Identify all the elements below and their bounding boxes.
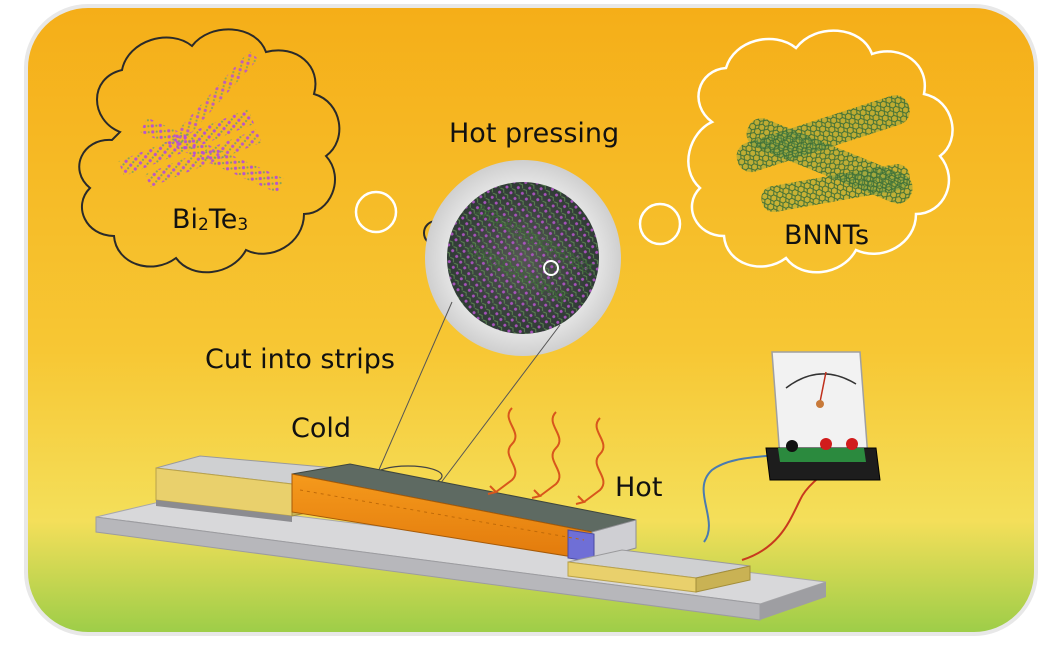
label-bi2te3: Bi2Te3 xyxy=(172,206,248,234)
heat-waves xyxy=(487,407,605,505)
hot-electrode xyxy=(567,549,751,593)
thought-bubble xyxy=(354,190,398,234)
bi2te3-part2: Te xyxy=(208,204,238,235)
label-cut-into-strips: Cut into strips xyxy=(205,344,395,375)
bi2te3-sub1: 2 xyxy=(198,215,209,235)
bnnts-cloud xyxy=(687,29,954,274)
bi2te3-sub2: 3 xyxy=(237,215,249,235)
bi2te3-part1: Bi xyxy=(172,204,199,235)
zoom-guide-line xyxy=(377,301,453,473)
thought-bubble xyxy=(638,202,682,246)
label-cold: Cold xyxy=(291,413,352,444)
zoom-guide-line xyxy=(439,324,561,485)
voltmeter xyxy=(765,351,881,481)
label-hot-pressing: Hot pressing xyxy=(449,118,620,149)
bi2te3-cloud xyxy=(78,28,341,274)
label-bnnts: BNNTs xyxy=(784,220,870,251)
hot-pressing-magnifier xyxy=(425,160,621,356)
thermoelectric-strip xyxy=(291,463,637,563)
label-hot: Hot xyxy=(615,472,663,503)
